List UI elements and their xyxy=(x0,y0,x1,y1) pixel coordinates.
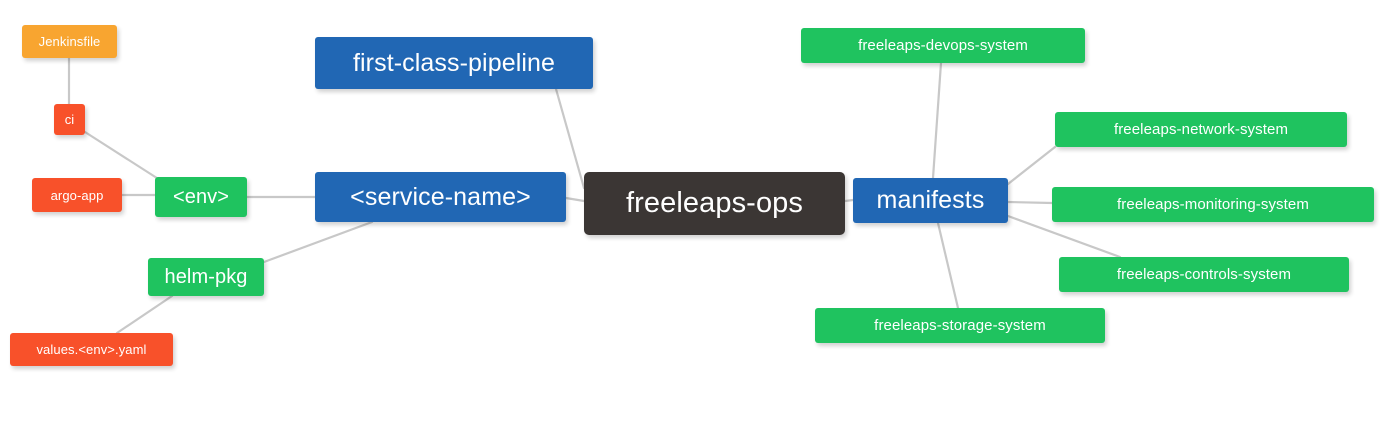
node-label: values.<env>.yaml xyxy=(36,342,147,357)
edge-helm-pkg-to-values-env-yaml xyxy=(115,294,174,335)
edge-manifests-to-freeleaps-controls-system xyxy=(1006,214,1122,259)
node-first-class-pipeline[interactable]: first-class-pipeline xyxy=(315,37,593,89)
node-label: freeleaps-storage-system xyxy=(874,317,1046,334)
node-jenkinsfile[interactable]: Jenkinsfile xyxy=(22,25,117,58)
node-label: freeleaps-ops xyxy=(625,187,803,219)
node-service-name[interactable]: <service-name> xyxy=(315,172,566,222)
node-label: helm-pkg xyxy=(164,266,248,288)
edge-manifests-to-freeleaps-storage-system xyxy=(936,221,960,310)
node-label: freeleaps-devops-system xyxy=(858,37,1028,54)
node-ci[interactable]: ci xyxy=(54,104,85,135)
node-label: freeleaps-controls-system xyxy=(1116,266,1292,283)
node-label: ci xyxy=(64,112,75,127)
node-label: argo-app xyxy=(50,187,104,203)
edge-manifests-to-freeleaps-devops-system xyxy=(931,61,943,180)
node-label: manifests xyxy=(876,186,985,214)
node-freeleaps-controls-system[interactable]: freeleaps-controls-system xyxy=(1059,257,1349,292)
node-label: <service-name> xyxy=(350,182,531,211)
node-manifests[interactable]: manifests xyxy=(853,178,1008,223)
edge-manifests-to-freeleaps-network-system xyxy=(1006,145,1057,186)
node-helm-pkg[interactable]: helm-pkg xyxy=(148,258,264,296)
node-freeleaps-monitoring-system[interactable]: freeleaps-monitoring-system xyxy=(1052,187,1374,222)
node-freeleaps-ops[interactable]: freeleaps-ops xyxy=(584,172,845,235)
node-label: Jenkinsfile xyxy=(38,34,101,49)
node-freeleaps-network-system[interactable]: freeleaps-network-system xyxy=(1055,112,1347,147)
node-env[interactable]: <env> xyxy=(155,177,247,217)
node-label: <env> xyxy=(172,186,230,208)
edge-env-to-ci xyxy=(83,130,162,182)
node-freeleaps-storage-system[interactable]: freeleaps-storage-system xyxy=(815,308,1105,343)
edge-freeleaps-ops-to-service-name xyxy=(564,196,586,203)
node-argo-app[interactable]: argo-app xyxy=(32,178,122,212)
node-freeleaps-devops-system[interactable]: freeleaps-devops-system xyxy=(801,28,1085,63)
edge-manifests-to-freeleaps-monitoring-system xyxy=(1006,200,1054,205)
node-values-env-yaml[interactable]: values.<env>.yaml xyxy=(10,333,173,366)
edge-service-name-to-helm-pkg xyxy=(262,220,374,264)
node-label: first-class-pipeline xyxy=(352,48,556,77)
edge-freeleaps-ops-to-manifests xyxy=(843,198,855,203)
node-label: freeleaps-monitoring-system xyxy=(1117,196,1309,213)
node-label: freeleaps-network-system xyxy=(1113,121,1289,138)
